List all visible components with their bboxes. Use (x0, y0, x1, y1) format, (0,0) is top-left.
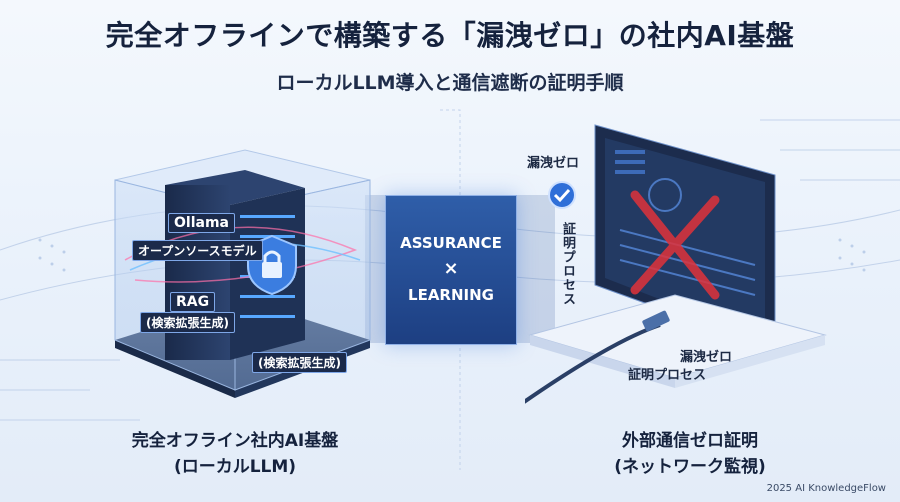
panel-line-times: × (443, 258, 459, 279)
left-caption: 完全オフライン社内AI基盤 (ローカルLLM) (95, 428, 375, 480)
device-label-leak: 漏洩ゼロ (680, 350, 733, 365)
network-monitor-illustration (525, 124, 827, 404)
server-label-ollama: Ollama (168, 213, 235, 233)
right-caption-subtitle: (ネットワーク監視) (614, 457, 766, 477)
right-caption: 外部通信ゼロ証明 (ネットワーク監視) (560, 428, 820, 480)
device-label-process: 証明プロセス (628, 368, 707, 383)
page-title: 完全オフラインで構築する「漏洩ゼロ」の社内AI基盤 (105, 19, 795, 52)
footer-credit: 2025 AI KnowledgeFlow (766, 483, 886, 494)
left-caption-title: 完全オフライン社内AI基盤 (131, 431, 339, 451)
assurance-learning-panel: ASSURANCE × LEARNING (385, 195, 517, 345)
server-label-rag-desc-2: (検索拡張生成) (252, 352, 347, 373)
vertical-process-label: 証明プロセス (560, 222, 575, 306)
page-subtitle: ローカルLLM導入と通信遮断の証明手順 (276, 72, 624, 94)
badge-label: 漏洩ゼロ (527, 156, 580, 171)
server-label-opensource: オープンソースモデル (132, 240, 263, 261)
left-caption-subtitle: (ローカルLLM) (173, 457, 297, 477)
panel-line-learning: LEARNING (408, 286, 494, 304)
panel-line-assurance: ASSURANCE (400, 234, 502, 252)
server-label-rag: RAG (170, 292, 216, 312)
right-connector-band (515, 195, 555, 343)
server-label-rag-desc: (検索拡張生成) (140, 312, 235, 333)
right-caption-title: 外部通信ゼロ証明 (622, 431, 758, 451)
check-badge-icon (548, 181, 576, 209)
